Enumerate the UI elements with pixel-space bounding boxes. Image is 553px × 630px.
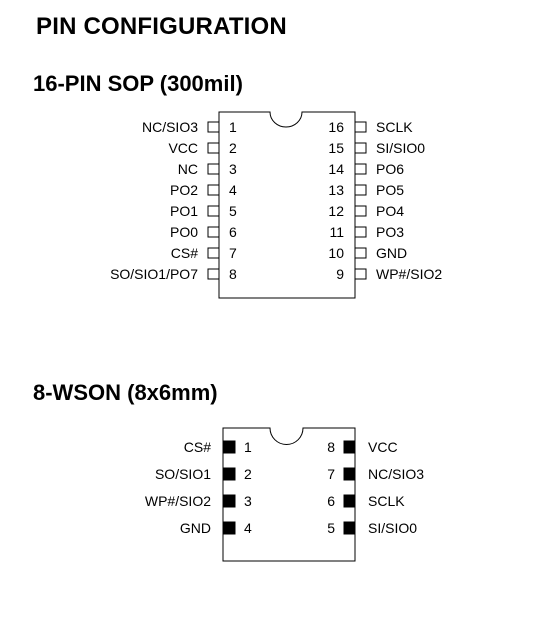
sop-pin-6-name: PO0 [170, 224, 198, 240]
wson-pin-3-pad [223, 494, 236, 508]
sop-pin-3-name: NC [178, 161, 198, 177]
sop-pin-6-pad [207, 226, 220, 238]
sop-pin-7-pad [207, 247, 220, 259]
sop-pin-2-name: VCC [168, 140, 198, 156]
wson-pin-8-pad [343, 440, 356, 454]
sop-pin-12-pad [354, 205, 367, 217]
sop-pin-11-number: 11 [329, 224, 344, 240]
wson-pin-3-name: WP#/SIO2 [145, 493, 211, 509]
sop-package-title: 16-PIN SOP (300mil) [33, 71, 243, 96]
wson-pin-7-pad [343, 467, 356, 481]
wson-pin-8-number: 8 [327, 439, 335, 455]
sop-pin-12-name: PO4 [376, 203, 404, 219]
sop-pin-13-name: PO5 [376, 182, 404, 198]
wson-pin-2-number: 2 [244, 466, 252, 482]
sop-package-body [218, 111, 356, 299]
sop-pin-6-number: 6 [229, 224, 237, 240]
page-title: PIN CONFIGURATION [36, 13, 287, 40]
sop-pin-7-number: 7 [229, 245, 237, 261]
sop-pin-10-name: GND [376, 245, 407, 261]
wson-pin-5-name: SI/SIO0 [368, 520, 417, 536]
sop-pin-13-pad [354, 184, 367, 196]
sop-pin-4-name: PO2 [170, 182, 198, 198]
wson-pin-3-number: 3 [244, 493, 252, 509]
wson-package-body [222, 427, 356, 562]
sop-pin-3-pad [207, 163, 220, 175]
sop-pin-16-pad [354, 121, 367, 133]
sop-pin-1-pad [207, 121, 220, 133]
wson-pin-5-pad [343, 521, 356, 535]
sop-pin-1-number: 1 [229, 119, 237, 135]
sop-pin-14-number: 14 [328, 161, 344, 177]
wson-pin-2-pad [223, 467, 236, 481]
sop-pin-11-name: PO3 [376, 224, 404, 240]
sop-pin-10-pad [354, 247, 367, 259]
sop-pin-5-name: PO1 [170, 203, 198, 219]
sop-pin-9-number: 9 [336, 266, 344, 282]
sop-pin-8-name: SO/SIO1/PO7 [110, 266, 198, 282]
wson-pin-2-name: SO/SIO1 [155, 466, 211, 482]
wson-pin-5-number: 5 [327, 520, 335, 536]
sop-pin-11-pad [354, 226, 367, 238]
sop-pin-15-pad [354, 142, 367, 154]
sop-pin-13-number: 13 [328, 182, 344, 198]
wson-pin-6-pad [343, 494, 356, 508]
sop-pin-16-name: SCLK [376, 119, 413, 135]
wson-pin-6-name: SCLK [368, 493, 405, 509]
sop-pin-5-pad [207, 205, 220, 217]
sop-pin-9-name: WP#/SIO2 [376, 266, 442, 282]
sop-pin-3-number: 3 [229, 161, 237, 177]
sop-pin-1-name: NC/SIO3 [142, 119, 198, 135]
sop-pin-9-pad [354, 268, 367, 280]
sop-pin-14-name: PO6 [376, 161, 404, 177]
wson-pin-6-number: 6 [327, 493, 335, 509]
wson-pin-1-number: 1 [244, 439, 252, 455]
wson-pin-4-name: GND [180, 520, 211, 536]
sop-pin-2-number: 2 [229, 140, 237, 156]
sop-pin-15-name: SI/SIO0 [376, 140, 425, 156]
wson-pin-4-pad [223, 521, 236, 535]
wson-pin-1-name: CS# [184, 439, 211, 455]
wson-pin-8-name: VCC [368, 439, 398, 455]
sop-pin-8-number: 8 [229, 266, 237, 282]
sop-pin-16-number: 16 [328, 119, 344, 135]
sop-pin-12-number: 12 [328, 203, 344, 219]
wson-pin-1-pad [223, 440, 236, 454]
sop-pin-8-pad [207, 268, 220, 280]
wson-package-title: 8-WSON (8x6mm) [33, 380, 218, 405]
wson-pin-7-name: NC/SIO3 [368, 466, 424, 482]
wson-pin-7-number: 7 [327, 466, 335, 482]
sop-pin-10-number: 10 [328, 245, 344, 261]
sop-pin-4-number: 4 [229, 182, 237, 198]
sop-pin-2-pad [207, 142, 220, 154]
sop-pin-5-number: 5 [229, 203, 237, 219]
sop-pin-14-pad [354, 163, 367, 175]
wson-pin-4-number: 4 [244, 520, 252, 536]
sop-pin-7-name: CS# [171, 245, 198, 261]
sop-pin-4-pad [207, 184, 220, 196]
sop-pin-15-number: 15 [328, 140, 344, 156]
